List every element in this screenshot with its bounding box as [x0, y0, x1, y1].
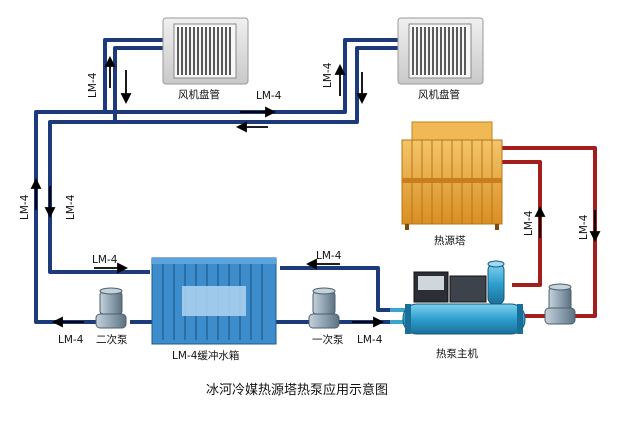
heat-source-tower-label: 热源塔	[434, 234, 466, 247]
pipe-label-fc-right: LM-4	[322, 62, 334, 88]
pipe-top-supply	[105, 38, 400, 114]
pipe-label-hot-outer: LM-4	[578, 214, 590, 240]
pipe-label-riser-outer: LM-4	[19, 194, 31, 220]
pipe-left-inner	[48, 46, 170, 274]
pipe-return-to-tank	[280, 266, 405, 312]
pipe-label-top: LM-4	[256, 90, 282, 102]
pipe-left-outer	[34, 38, 170, 324]
fan-coil-right-label: 风机盘管	[418, 88, 460, 101]
fan-coil-left-label: 风机盘管	[178, 88, 220, 101]
fan-coil-right	[397, 17, 484, 85]
heat-source-tower	[401, 121, 503, 230]
pipe-labels: LM-4 LM-4 LM-4 LM-4 LM-4 LM-4 LM-4 LM-4 …	[19, 62, 590, 346]
flow-arrows	[30, 55, 601, 328]
pipe-label-primary-out: LM-4	[357, 334, 383, 346]
pipe-label-tank-in: LM-4	[92, 254, 118, 266]
pipe-label-fc-left: LM-4	[87, 72, 99, 98]
secondary-pump	[95, 287, 127, 329]
pipe-top-return	[115, 46, 400, 124]
heat-pump-host-label: 热泵主机	[436, 347, 478, 360]
pipe-label-secondary-out: LM-4	[58, 334, 84, 346]
pipe-label-return: LM-4	[316, 250, 342, 262]
buffer-tank	[151, 257, 277, 345]
hot-side-pump	[544, 283, 576, 325]
heat-pump-host	[402, 260, 526, 335]
pipe-label-hot-inner: LM-4	[523, 210, 535, 236]
fan-coil-left	[162, 17, 249, 85]
diagram-caption: 冰河冷媒热源塔热泵应用示意图	[206, 382, 388, 398]
equipment-labels: 风机盘管 风机盘管 热源塔 LM-4缓冲水箱 二次泵 一次泵 热泵主机	[96, 88, 478, 362]
primary-pump-label: 一次泵	[312, 333, 344, 346]
buffer-tank-label: LM-4缓冲水箱	[172, 349, 239, 362]
primary-pump	[308, 287, 340, 329]
secondary-pump-label: 二次泵	[96, 333, 128, 346]
pipe-label-riser-inner: LM-4	[65, 194, 77, 220]
